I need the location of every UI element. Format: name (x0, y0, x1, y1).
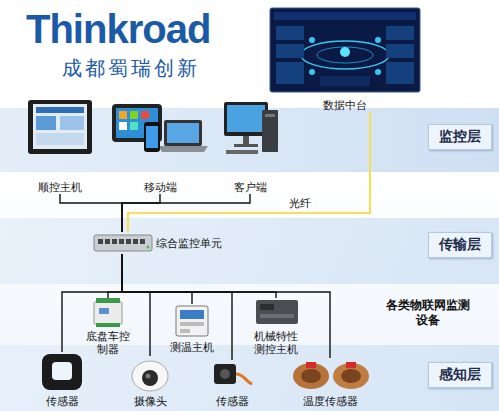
node-label: 监控层 (439, 128, 481, 146)
node-label: 传输层 (439, 236, 481, 254)
layer-label-box: 传输层 (428, 232, 492, 258)
chassis-controller (94, 298, 122, 327)
device-node: 传感器 (36, 352, 88, 408)
device-node: 移动端 (110, 98, 210, 194)
node-label: 传感器 (216, 395, 249, 408)
clamp-sensor (42, 354, 82, 390)
client-pc (224, 102, 278, 154)
node-label: 数据中台 (323, 99, 367, 112)
device-node: 客户端 (215, 98, 285, 194)
device-node: 数据中台 (265, 6, 425, 112)
node-label: 客户端 (234, 181, 267, 194)
node-label: 机械特性 测控主机 (252, 330, 300, 356)
lower-ground (0, 172, 499, 411)
node-label: 移动端 (144, 181, 177, 194)
camera (132, 361, 168, 391)
node-label: 摄像头 (134, 395, 167, 408)
node-label: 测温主机 (170, 341, 214, 354)
temperature-sensors (293, 362, 369, 389)
temperature-host (176, 306, 208, 336)
node-label: 顺控主机 (38, 181, 82, 194)
network-switch (94, 235, 152, 251)
device-node: 测温主机 (166, 304, 218, 354)
transport-band (0, 218, 499, 284)
group-note: 各类物联网监测 设备 (384, 298, 472, 328)
network-link (60, 194, 122, 232)
switch-node: 综合监控单元 (92, 232, 222, 254)
network-link (122, 254, 330, 358)
data-center-screen (270, 8, 420, 92)
node-label: 综合监控单元 (156, 236, 222, 251)
device-node: 底盘车控 制器 (80, 298, 136, 356)
company-name: 成都蜀瑞创新 (62, 56, 200, 80)
network-link (122, 254, 232, 360)
edge-label: 光纤 (287, 197, 313, 210)
device-node: 传感器 (206, 360, 258, 408)
device-node: 温度传感器 (290, 358, 370, 408)
node-label: 传感器 (46, 395, 79, 408)
fiber-link (128, 112, 370, 232)
layer-label-box: 感知层 (428, 362, 492, 388)
device-node: 机械特性 测控主机 (250, 298, 302, 356)
mobile-devices (112, 104, 208, 152)
node-label: 底盘车控 制器 (84, 330, 132, 356)
layer-label-box: 监控层 (428, 124, 492, 150)
device-node: 顺控主机 (20, 98, 100, 194)
network-link (122, 254, 192, 304)
device-node: 摄像头 (126, 356, 174, 408)
displacement-sensor (214, 364, 252, 384)
mechanical-host (256, 300, 298, 324)
node-label: 感知层 (439, 366, 481, 384)
logo-text: Thinkroad (26, 6, 210, 52)
sensing-band (0, 345, 499, 411)
node-label: 温度传感器 (303, 395, 358, 408)
sequence-control-monitor (28, 100, 92, 154)
